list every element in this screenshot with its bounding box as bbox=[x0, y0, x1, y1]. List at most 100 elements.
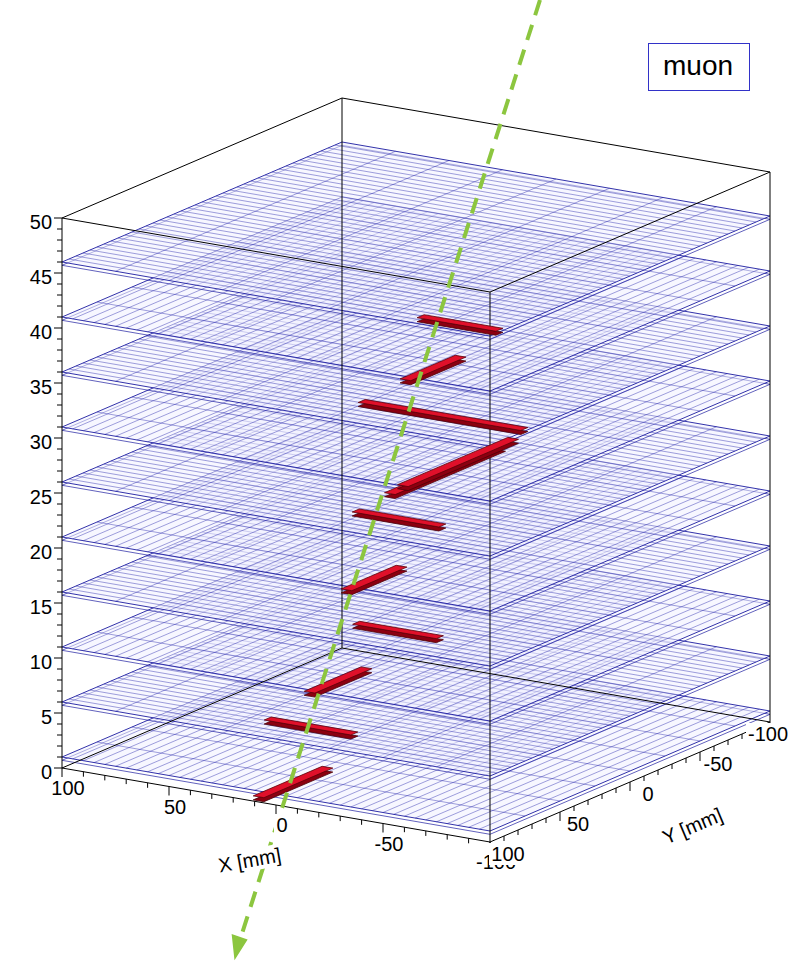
axis-title: Y [mm] bbox=[657, 803, 727, 849]
axis-tick bbox=[318, 812, 319, 817]
z-tick-label: 10 bbox=[28, 651, 54, 673]
axis-tick bbox=[57, 526, 62, 527]
frame-edge bbox=[62, 768, 490, 842]
axis-tick bbox=[57, 240, 62, 241]
axis-tick bbox=[57, 405, 62, 406]
axis-tick bbox=[686, 758, 687, 763]
axis-tick bbox=[518, 830, 519, 835]
axis-tick bbox=[57, 702, 62, 703]
axis-tick bbox=[57, 427, 62, 428]
axis-tick bbox=[169, 787, 170, 796]
axis-tick bbox=[276, 805, 277, 814]
axis-tick bbox=[57, 284, 62, 285]
axis-tick bbox=[57, 680, 62, 681]
axis-tick bbox=[57, 229, 62, 230]
hit-strip bbox=[400, 355, 466, 384]
node-text: muon bbox=[663, 51, 735, 82]
axis-tick bbox=[404, 827, 405, 832]
frame-edge bbox=[490, 722, 770, 842]
y-tick-label: 50 bbox=[565, 813, 591, 835]
axis-tick bbox=[658, 770, 659, 775]
axis-tick bbox=[57, 372, 62, 373]
axis-tick bbox=[630, 782, 631, 791]
layer-plane bbox=[62, 142, 770, 336]
axis-tick bbox=[57, 537, 62, 538]
axis-tick bbox=[57, 317, 62, 318]
axis-tick bbox=[672, 764, 673, 769]
hit-strip bbox=[341, 565, 407, 594]
hit-strip bbox=[352, 509, 446, 531]
axis-tick bbox=[211, 794, 212, 799]
axis-tick bbox=[728, 740, 729, 745]
frame-edge bbox=[342, 98, 343, 648]
y-tick-label: -100 bbox=[746, 723, 790, 745]
strip-line bbox=[169, 161, 449, 281]
axis-tick bbox=[57, 625, 62, 626]
frame-edge bbox=[62, 218, 490, 292]
axis-tick bbox=[57, 559, 62, 560]
muon-track bbox=[240, 0, 540, 940]
axis-tick bbox=[147, 783, 148, 788]
frame-edge bbox=[490, 292, 491, 842]
hit-strip bbox=[353, 621, 444, 642]
z-tick-label: 25 bbox=[28, 486, 54, 508]
axis-tick bbox=[588, 800, 589, 805]
label-box: muon bbox=[648, 43, 750, 91]
x-tick-label: 100 bbox=[49, 777, 86, 799]
strip-line bbox=[116, 151, 396, 271]
axis-tick bbox=[53, 548, 62, 549]
axis-tick bbox=[616, 788, 617, 793]
y-tick-label: 0 bbox=[640, 783, 655, 805]
axis-tick bbox=[742, 734, 743, 739]
axis-tick bbox=[468, 838, 469, 843]
axis-tick bbox=[447, 835, 448, 840]
y-tick-label: -50 bbox=[702, 753, 735, 775]
axis-tick bbox=[83, 772, 84, 777]
y-tick-label: 100 bbox=[489, 843, 526, 865]
z-tick-label: 20 bbox=[28, 541, 54, 563]
axis-tick bbox=[57, 757, 62, 758]
axis-tick bbox=[53, 218, 62, 219]
axis-tick bbox=[57, 361, 62, 362]
axis-tick bbox=[53, 713, 62, 714]
axis-tick bbox=[233, 798, 234, 803]
axis-tick bbox=[53, 658, 62, 659]
axis-tick bbox=[57, 570, 62, 571]
axis-tick bbox=[57, 350, 62, 351]
frame-edge bbox=[342, 648, 770, 722]
z-tick-label: 40 bbox=[28, 321, 54, 343]
axis-tick bbox=[53, 328, 62, 329]
strip-line bbox=[330, 188, 610, 308]
x-tick-label: -50 bbox=[373, 833, 406, 855]
axis-tick bbox=[57, 724, 62, 725]
axis-tick bbox=[340, 816, 341, 821]
axis-tick bbox=[504, 836, 505, 841]
axis-tick bbox=[714, 746, 715, 751]
frame-edge bbox=[62, 98, 342, 218]
axis-tick bbox=[57, 306, 62, 307]
axis-tick bbox=[57, 262, 62, 263]
axis-tick bbox=[62, 768, 63, 777]
axis-tick bbox=[57, 460, 62, 461]
axis-tick bbox=[297, 809, 298, 814]
strip-line bbox=[383, 198, 663, 318]
axis-tick bbox=[57, 515, 62, 516]
axis-tick bbox=[57, 251, 62, 252]
z-tick-label: 5 bbox=[39, 706, 54, 728]
frame-edge bbox=[490, 172, 770, 292]
axis-title: X [mm] bbox=[215, 843, 285, 876]
axis-tick bbox=[57, 482, 62, 483]
axis-tick bbox=[57, 449, 62, 450]
axis-tick bbox=[532, 824, 533, 829]
axis-tick bbox=[57, 339, 62, 340]
axis-tick bbox=[574, 806, 575, 811]
axis-tick bbox=[254, 801, 255, 806]
axis-tick bbox=[57, 295, 62, 296]
x-tick-label: 50 bbox=[162, 796, 188, 818]
axis-tick bbox=[560, 812, 561, 821]
axis-tick bbox=[57, 647, 62, 648]
axis-tick bbox=[57, 592, 62, 593]
detector-layer bbox=[62, 142, 770, 339]
axis-tick bbox=[57, 735, 62, 736]
axis-tick bbox=[644, 776, 645, 781]
